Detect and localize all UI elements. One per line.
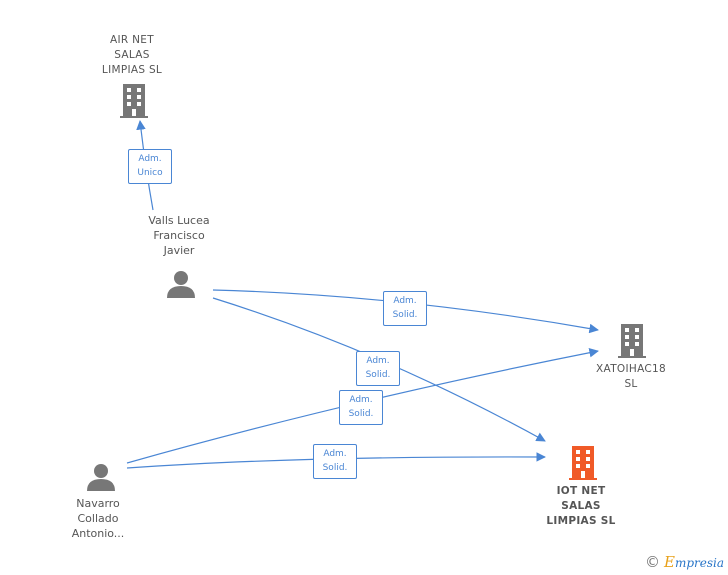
- edge-label-line: Solid.: [392, 310, 418, 320]
- node-air-net-label[interactable]: AIR NET SALAS LIMPIAS SL: [101, 34, 163, 76]
- edge-label-line: Adm.: [366, 356, 390, 366]
- person-icon: [167, 271, 195, 298]
- edge-label-adm-solid: Adm. Solid.: [383, 291, 427, 326]
- brand-footer: © Empresia: [645, 553, 724, 571]
- node-valls-label[interactable]: Valls Lucea Francisco Javier: [148, 214, 210, 257]
- node-xatoihac-label[interactable]: XATOIHAC18 SL: [596, 363, 666, 390]
- edge-label-line: Adm.: [323, 449, 347, 459]
- edge-label-line: Unico: [137, 168, 163, 178]
- edge-label-adm-solid: Adm. Solid.: [356, 351, 400, 386]
- edge-label-line: Adm.: [138, 154, 162, 164]
- edge-label-line: Solid.: [322, 463, 348, 473]
- brand-logo-initial: E: [663, 553, 675, 571]
- edge-label-adm-solid: Adm. Solid.: [339, 390, 383, 425]
- copyright-icon: ©: [644, 553, 660, 571]
- building-icon: [618, 324, 646, 358]
- node-iot-net-label[interactable]: IOT NET SALAS LIMPIAS SL: [546, 485, 616, 527]
- edge-label-line: Adm.: [349, 395, 373, 405]
- node-navarro-label[interactable]: Navarro Collado Antonio...: [71, 497, 125, 540]
- building-icon: [119, 84, 149, 118]
- edge-label-adm-unico: Adm. Unico: [128, 149, 172, 184]
- edge-label-adm-solid: Adm. Solid.: [313, 444, 357, 479]
- edge-label-line: Adm.: [393, 296, 417, 306]
- brand-logo[interactable]: Empresia: [664, 553, 724, 571]
- building-icon: [569, 446, 597, 480]
- brand-logo-text: mpresia: [674, 556, 724, 570]
- edge-label-line: Solid.: [365, 370, 391, 380]
- person-icon: [87, 464, 115, 491]
- edge-label-line: Solid.: [348, 409, 374, 419]
